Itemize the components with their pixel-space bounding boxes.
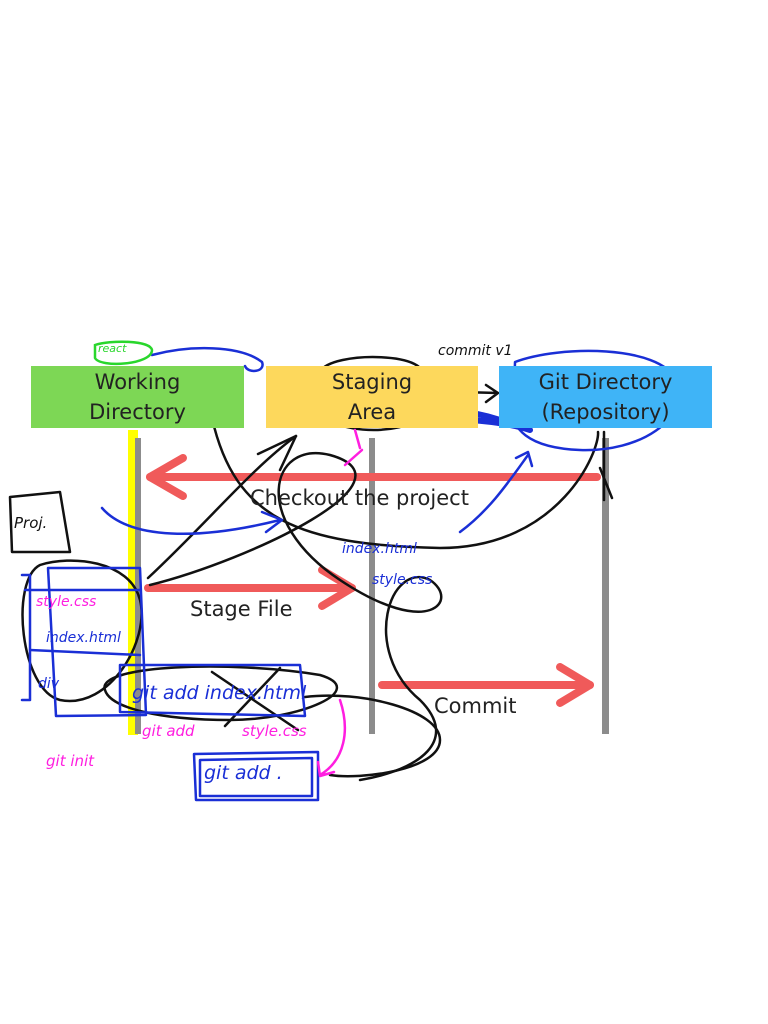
staging-area-box: Staging Area (266, 366, 478, 428)
green-scribbles (93, 340, 154, 365)
working-lifeline (135, 438, 141, 734)
stage-file-label: Stage File (190, 597, 293, 621)
annotation-style-css-pink: style.css (242, 722, 307, 740)
annotation-git-init: git init (46, 752, 95, 770)
checkout-label: Checkout the project (250, 486, 469, 510)
repository-box: Git Directory (Repository) (499, 366, 712, 428)
annotation-commit-v1: commit v1 (438, 343, 513, 359)
annotation-git-add-pink: git add (142, 722, 195, 740)
annotation-staged-index: index.html (342, 541, 417, 557)
annotation-file-div: div (38, 676, 60, 692)
checkout-arrow (146, 454, 601, 500)
repository-label-line2: (Repository) (541, 400, 670, 424)
staging-area-label-line1: Staging (331, 370, 413, 394)
annotation-file-index: index.html (46, 630, 121, 646)
commit-label: Commit (434, 694, 517, 718)
annotation-staged-style: style.css (372, 572, 433, 588)
annotation-file-style: style.css (36, 594, 97, 610)
repository-label-line1: Git Directory (538, 370, 673, 394)
working-directory-label-line2: Directory (89, 400, 186, 424)
staging-area-label-line2: Area (347, 400, 397, 424)
working-lifeline-highlight (128, 430, 138, 735)
annotation-git-add-dot: git add . (204, 762, 283, 784)
repo-lifeline (602, 438, 609, 734)
annotation-react: react (98, 342, 127, 355)
staging-lifeline (369, 438, 375, 734)
working-directory-box: Working Directory (31, 366, 244, 428)
working-directory-label-line1: Working (94, 370, 181, 394)
commit-arrow (378, 663, 594, 707)
annotation-git-add-index: git add index.html (132, 682, 307, 704)
annotation-proj: Proj. (14, 514, 48, 532)
